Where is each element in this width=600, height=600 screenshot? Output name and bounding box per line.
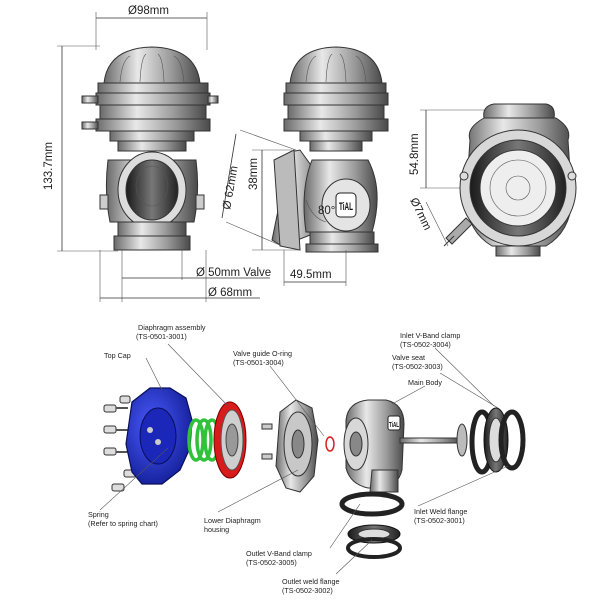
label-top-cap: Top Cap xyxy=(104,351,131,360)
code-inlet-vband-clamp: (TS-0502-3004) xyxy=(400,340,451,349)
dim-98: Ø98mm xyxy=(128,5,169,17)
label-valve-guide-oring: Valve guide O-ring xyxy=(233,349,292,358)
label-lower-diaphragm: Lower Diaphragm xyxy=(204,516,261,525)
leader-lines xyxy=(99,343,509,575)
code-valve-seat: (TS-0502-3003) xyxy=(392,362,443,371)
exploded-view: TiAL Diaphragm assembly xyxy=(88,323,526,595)
label-inlet-weld-flange: Inlet Weld flange xyxy=(414,507,467,516)
dim-54-8: 54.8mm xyxy=(409,133,421,175)
dim-62: Ø 62mm xyxy=(221,165,240,211)
top-view: 54.8mm Ø7mm xyxy=(407,103,577,257)
label-outlet-weld-flange: Outlet weld flange xyxy=(282,577,340,586)
side-view: TiAL 80° Ø 62mm 38mm 49.5mm xyxy=(221,46,389,286)
main-body-part: TiAL xyxy=(343,399,405,493)
logo-exploded: TiAL xyxy=(389,422,399,429)
code-diaphragm-assembly: (TS-0501-3001) xyxy=(136,332,187,341)
dim-80-angle: 80° xyxy=(318,205,335,217)
front-view: Ø98mm 133.7mm Ø 50mm Valve xyxy=(43,5,271,302)
dim-7: Ø7mm xyxy=(407,196,433,232)
bolts xyxy=(103,395,137,492)
dim-68: Ø 68mm xyxy=(208,287,252,299)
label-outlet-vband-clamp: Outlet V-Band clamp xyxy=(246,549,312,558)
logo-side: TiAL xyxy=(339,201,353,213)
dim-49-5: 49.5mm xyxy=(290,269,332,281)
label-spring: Spring xyxy=(88,510,109,519)
label-lower-diaphragm-housing: housing xyxy=(204,525,229,534)
code-inlet-weld-flange: (TS-0502-3001) xyxy=(414,516,465,525)
dim-133: 133.7mm xyxy=(43,142,55,190)
code-outlet-weld-flange: (TS-0502-3002) xyxy=(282,586,333,595)
label-main-body: Main Body xyxy=(408,378,442,387)
dim-50-valve: Ø 50mm Valve xyxy=(196,267,271,279)
note-spring: (Refer to spring chart) xyxy=(88,519,158,528)
label-diaphragm-assembly: Diaphragm assembly xyxy=(138,323,206,332)
label-inlet-vband-clamp: Inlet V-Band clamp xyxy=(400,331,460,340)
dim-38: 38mm xyxy=(248,158,260,190)
code-valve-guide-oring: (TS-0501-3004) xyxy=(233,358,284,367)
code-outlet-vband-clamp: (TS-0502-3005) xyxy=(246,558,297,567)
label-valve-seat: Valve seat xyxy=(392,353,425,362)
